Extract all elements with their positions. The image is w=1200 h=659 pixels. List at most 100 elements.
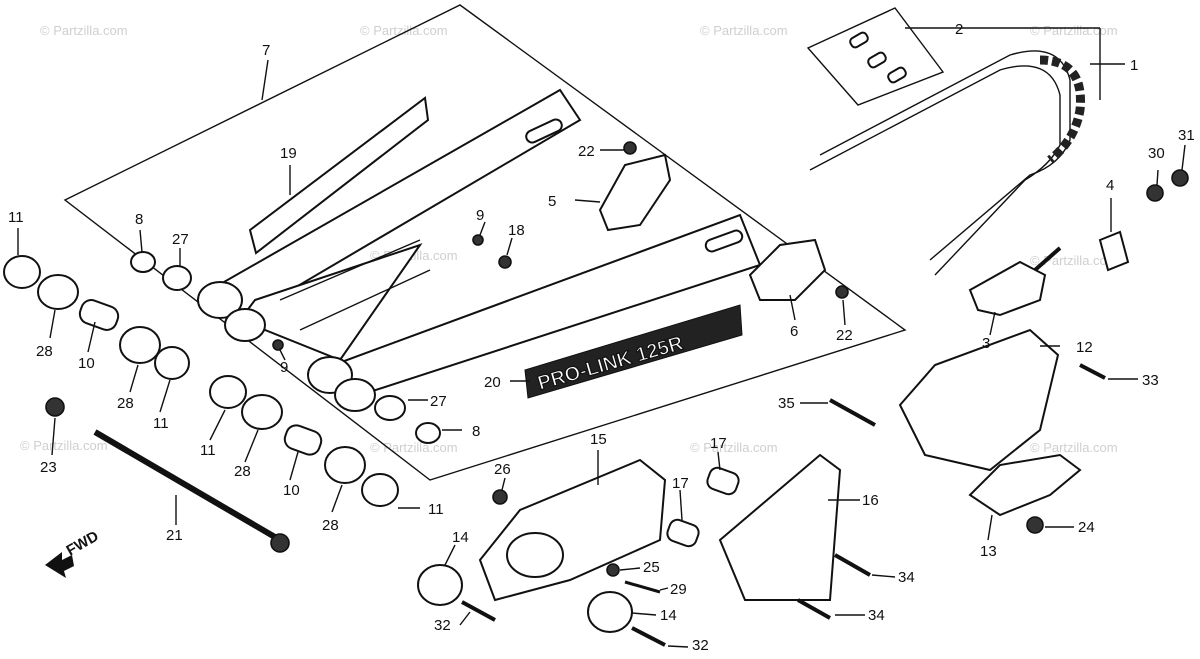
callout-7: 7: [262, 42, 270, 59]
callout-23: 23: [40, 459, 57, 476]
fitting-26[interactable]: [492, 489, 508, 505]
fitting-25[interactable]: [606, 563, 620, 577]
nut-24[interactable]: [1026, 516, 1044, 534]
callout-11a: 11: [8, 209, 24, 226]
watermark-10: © Partzilla.com: [1030, 440, 1118, 455]
collar-17a[interactable]: [705, 466, 741, 497]
callout-27b: 27: [430, 393, 447, 410]
bolt-22b[interactable]: [835, 285, 849, 299]
guide-slider-13[interactable]: [968, 453, 1082, 517]
callout-4: 4: [1106, 177, 1114, 194]
plate-16[interactable]: [718, 453, 842, 601]
decal-19[interactable]: [248, 96, 430, 255]
bushing-14a[interactable]: [417, 564, 463, 606]
callout-1: 1: [1130, 57, 1138, 74]
adjuster-plate-4[interactable]: [1098, 230, 1130, 272]
seal-11b[interactable]: [154, 346, 190, 380]
bearing-28c[interactable]: [241, 394, 283, 430]
callout-13: 13: [980, 543, 997, 560]
bushing-8b[interactable]: [415, 422, 441, 444]
callout-20: 20: [484, 374, 501, 391]
bolt-9a[interactable]: [472, 234, 484, 246]
callout-26: 26: [494, 461, 511, 478]
watermark-4: © Partzilla.com: [1030, 23, 1118, 38]
callout-9b: 9: [280, 359, 288, 376]
callout-27a: 27: [172, 231, 189, 248]
bearing-28b[interactable]: [119, 326, 161, 364]
watermark-8: © Partzilla.com: [370, 440, 458, 455]
callout-31: 31: [1178, 127, 1195, 144]
callout-12: 12: [1076, 339, 1093, 356]
callout-8a: 8: [135, 211, 143, 228]
callout-15: 15: [590, 431, 607, 448]
callout-32a: 32: [434, 617, 451, 634]
callout-21: 21: [166, 527, 183, 544]
collar-17b[interactable]: [665, 518, 701, 549]
seal-11a[interactable]: [3, 255, 41, 289]
plate-6[interactable]: [748, 238, 827, 301]
nut-23[interactable]: [45, 397, 65, 417]
callout-5: 5: [548, 193, 556, 210]
collar-10b[interactable]: [282, 423, 324, 458]
bolt-35[interactable]: [829, 398, 876, 427]
callout-2: 2: [955, 21, 963, 38]
bolt-32a[interactable]: [461, 600, 496, 622]
bolt-29[interactable]: [624, 580, 661, 594]
callout-14b: 14: [660, 607, 677, 624]
callout-8b: 8: [472, 423, 480, 440]
nut-31[interactable]: [1171, 169, 1189, 187]
callout-30: 30: [1148, 145, 1165, 162]
watermark-1: © Partzilla.com: [40, 23, 128, 38]
bolt-33[interactable]: [1079, 363, 1106, 380]
watermark-7: © Partzilla.com: [20, 438, 108, 453]
callout-17b: 17: [672, 475, 689, 492]
bushing-8a[interactable]: [130, 251, 156, 273]
swingarm-group-outline: [63, 4, 907, 481]
fwd-indicator: FWD: [45, 528, 102, 578]
watermark-2: © Partzilla.com: [360, 23, 448, 38]
chain-joint-box: [806, 7, 945, 106]
callout-18: 18: [508, 222, 525, 239]
callout-34b: 34: [868, 607, 885, 624]
leader-lines: [17, 27, 1186, 648]
callout-28d: 28: [322, 517, 339, 534]
callout-11d: 11: [428, 501, 444, 518]
callout-28a: 28: [36, 343, 53, 360]
bolt-18[interactable]: [498, 255, 512, 269]
left-bearings: [3, 251, 441, 507]
callout-33: 33: [1142, 372, 1159, 389]
pivot-bolt-21[interactable]: [93, 429, 290, 553]
callout-9a: 9: [476, 207, 484, 224]
bolt-34a[interactable]: [834, 553, 871, 577]
callout-32b: 32: [692, 637, 709, 654]
bearing-28d[interactable]: [324, 446, 366, 484]
watermark-9: © Partzilla.com: [690, 440, 778, 455]
bolt-34b[interactable]: [797, 598, 831, 620]
bushing-14b[interactable]: [587, 591, 633, 633]
callout-numbers: 1 2 3 4 5 6 7 8 8 9 9 10 10 11 11 11 11 …: [8, 21, 1195, 654]
callout-35: 35: [778, 395, 795, 412]
bushing-27b[interactable]: [374, 395, 406, 421]
callout-6: 6: [790, 323, 798, 340]
nut-30[interactable]: [1146, 184, 1164, 202]
plate-5[interactable]: [598, 153, 672, 232]
drive-chain[interactable]: [809, 50, 1085, 276]
bolt-22a[interactable]: [623, 141, 637, 155]
seal-11c[interactable]: [209, 375, 247, 409]
chain-adjuster-3[interactable]: [968, 246, 1062, 317]
master-link-parts[interactable]: [849, 31, 908, 84]
bushing-27a[interactable]: [162, 265, 192, 291]
callout-34a: 34: [898, 569, 915, 586]
swingarm[interactable]: [197, 88, 762, 412]
bolt-32b[interactable]: [631, 626, 666, 647]
bolt-9b[interactable]: [272, 339, 284, 351]
seal-11d[interactable]: [361, 473, 399, 507]
chain-guide-12[interactable]: [898, 328, 1060, 472]
shock-link-15[interactable]: [478, 458, 667, 602]
callout-14a: 14: [452, 529, 469, 546]
bearing-28a[interactable]: [37, 274, 79, 310]
callout-25: 25: [643, 559, 660, 576]
collar-10a[interactable]: [77, 297, 121, 333]
